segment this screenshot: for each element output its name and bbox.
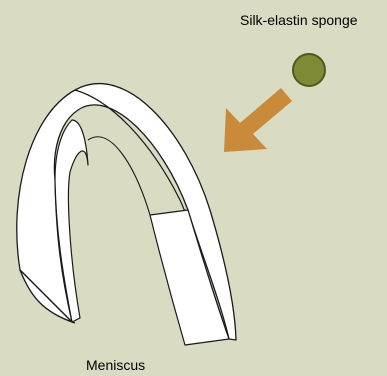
meniscus-shape <box>17 84 236 345</box>
meniscus-right-foot-inner <box>88 137 150 215</box>
sponge-label: Silk-elastin sponge <box>240 12 358 28</box>
arrow <box>224 88 292 152</box>
sponge-dot <box>293 54 325 86</box>
meniscus-label: Meniscus <box>86 357 145 373</box>
arrow-shape <box>224 88 292 152</box>
